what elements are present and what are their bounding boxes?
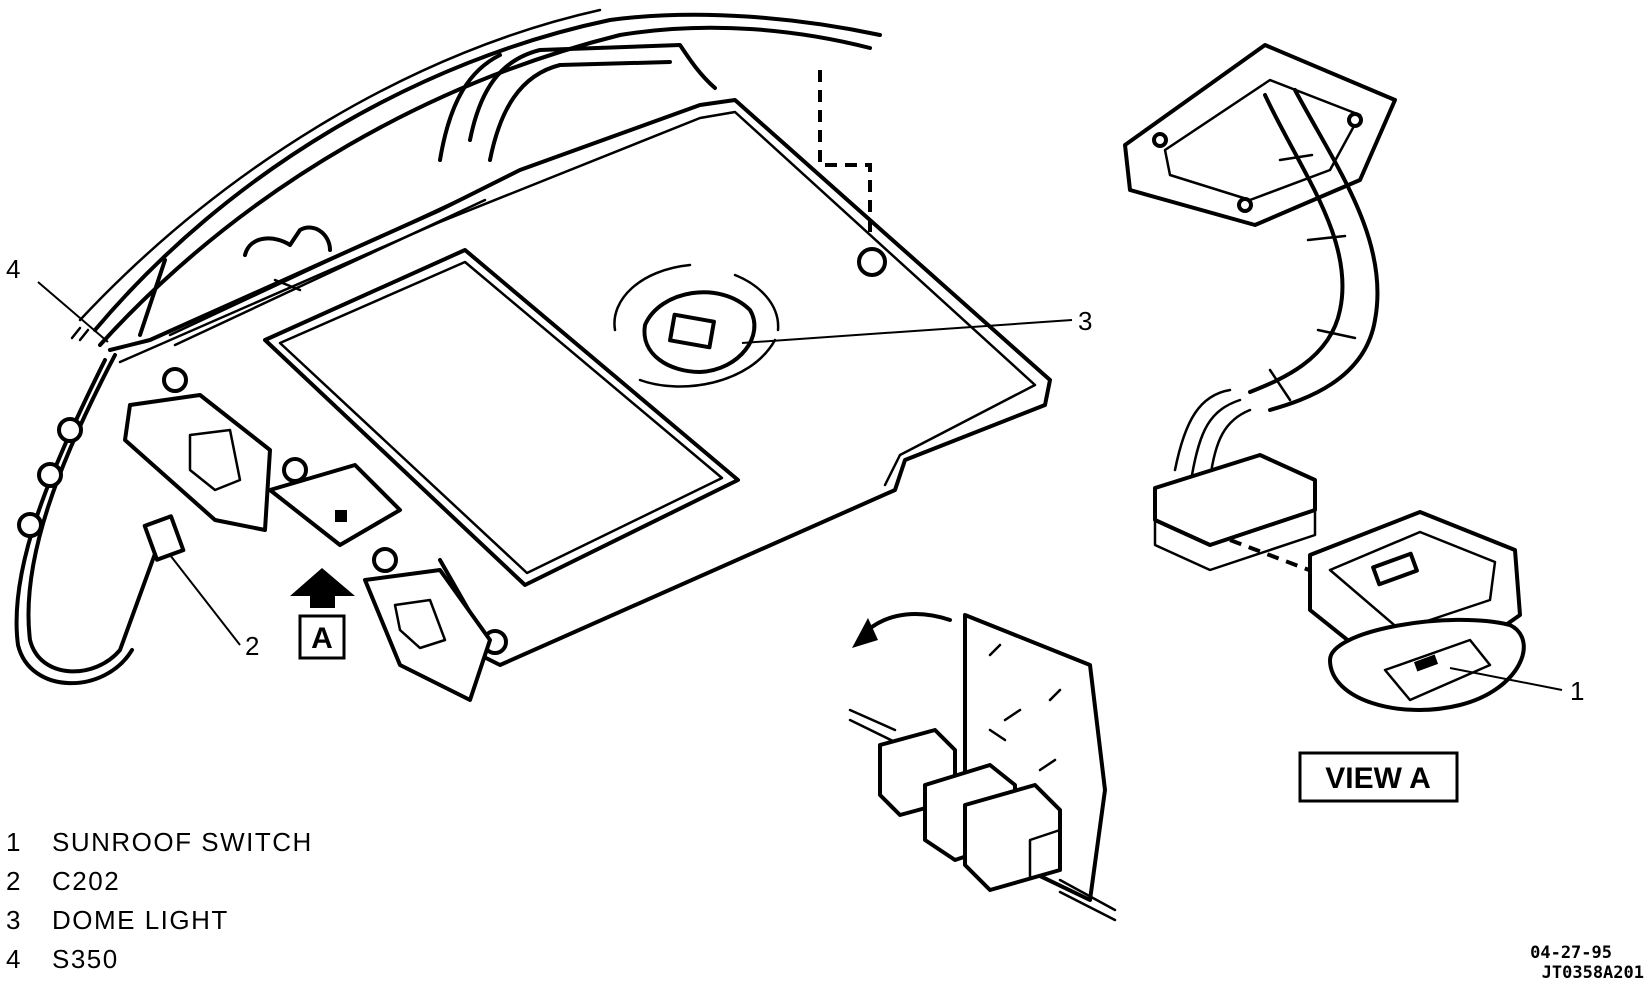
legend-num-4: 4 [6, 944, 22, 974]
legend-num-2: 2 [6, 866, 22, 896]
legend-label-2: C202 [52, 866, 120, 896]
callout-2: 2 [245, 631, 259, 661]
view-a-arrow: A [290, 568, 355, 660]
figure-id: JT0358A201 [1542, 963, 1644, 983]
legend-label-3: DOME LIGHT [52, 905, 229, 935]
leader-lines [37, 281, 1563, 691]
callout-1: 1 [1570, 676, 1584, 706]
footer-codes: 04-27-95 JT0358A201 [1530, 943, 1644, 983]
callout-4: 4 [6, 254, 20, 284]
view-a-box: VIEW A [1298, 751, 1459, 803]
legend-label-4: S350 [52, 944, 119, 974]
connector-detail [848, 612, 1117, 922]
roof-headliner-assembly [14, 8, 1052, 702]
legend-num-3: 3 [6, 905, 22, 935]
switch-harness-assembly [1123, 43, 1526, 712]
legend: 1 SUNROOF SWITCH 2 C202 3 DOME LIGHT 4 S… [6, 827, 313, 974]
legend-num-1: 1 [6, 827, 22, 857]
view-a-marker: A [311, 622, 333, 655]
callout-3: 3 [1078, 306, 1092, 336]
date-code: 04-27-95 [1530, 943, 1612, 963]
legend-label-1: SUNROOF SWITCH [52, 827, 313, 857]
view-a-label: VIEW A [1325, 762, 1431, 795]
